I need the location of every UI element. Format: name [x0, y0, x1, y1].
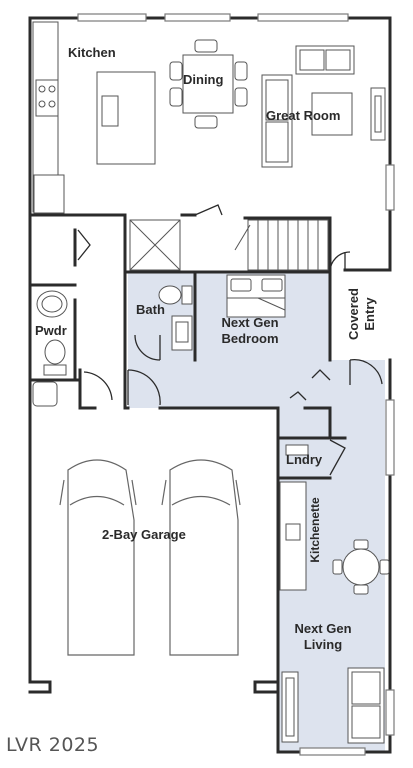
bed	[226, 274, 286, 318]
kitchenette-label: Kitchenette	[308, 497, 322, 563]
covered-entry-line1: Covered	[346, 287, 361, 341]
bath-fixtures	[129, 219, 193, 351]
walls	[28, 16, 392, 754]
great-room-furniture	[261, 45, 386, 168]
next-gen-living-line2: Living	[303, 637, 343, 652]
next-gen-living-label: Next Gen Living	[285, 621, 361, 653]
living-furniture	[281, 667, 385, 744]
next-gen-bedroom-line1: Next Gen	[221, 315, 279, 330]
powder-label: Pwdr	[35, 323, 67, 338]
stairs	[234, 219, 329, 271]
next-gen-living-line1: Next Gen	[294, 621, 352, 636]
garage-cars	[59, 459, 241, 656]
next-gen-bedroom-label: Next Gen Bedroom	[212, 315, 288, 347]
laundry-label: Lndry	[286, 452, 323, 467]
powder-fixtures	[32, 290, 68, 407]
bath-label: Bath	[136, 302, 165, 317]
doors	[77, 204, 383, 476]
watermark: LVR 2025	[6, 734, 100, 756]
covered-entry-line2: Entry	[362, 297, 377, 331]
windows	[77, 13, 395, 756]
dining-label: Dining	[183, 72, 224, 87]
next-gen-suite-highlight	[128, 272, 385, 752]
kitchen-label: Kitchen	[68, 45, 116, 60]
covered-entry-label: Covered Entry	[346, 286, 378, 342]
next-gen-bedroom-line2: Bedroom	[221, 331, 279, 346]
dining-set	[169, 39, 248, 129]
kitchenette-fixtures	[279, 444, 390, 595]
great-room-label: Great Room	[266, 108, 341, 123]
kitchen-fixtures	[32, 21, 156, 214]
garage-label: 2-Bay Garage	[102, 527, 186, 542]
